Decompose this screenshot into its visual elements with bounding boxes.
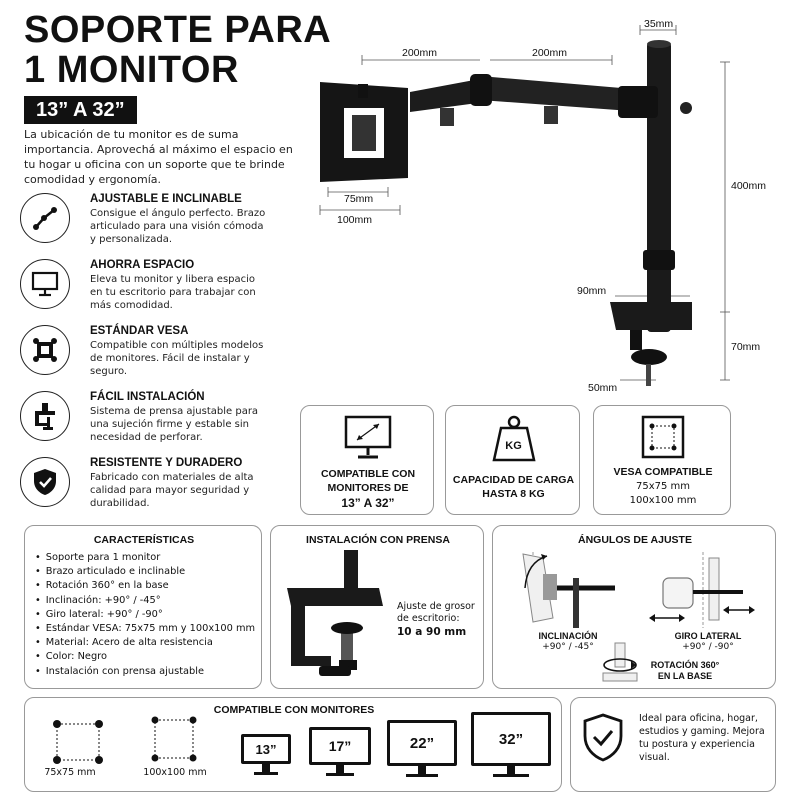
shield-check-icon — [20, 457, 70, 507]
feature-title: RESISTENTE Y DURADERO — [90, 457, 243, 469]
ideal-text: Ideal para oficina, hogar, estudios y ga… — [639, 713, 765, 763]
dim-vesa-small: 75mm — [344, 193, 374, 205]
info-line: HASTA 8 KG — [482, 488, 545, 500]
title-line-2: 1 MONITOR — [24, 49, 239, 91]
tilt-illustration — [522, 552, 615, 628]
specs-title: CARACTERÍSTICAS — [93, 534, 195, 546]
monitor-icon — [20, 259, 70, 309]
info-line: 100x100 mm — [629, 495, 697, 506]
monitor-stand — [418, 766, 426, 774]
articulated-arm-icon — [20, 193, 70, 243]
spec-item: Soporte para 1 monitor — [35, 551, 255, 565]
feature-adjustable: AJUSTABLE E INCLINABLE Consigue el ángul… — [20, 193, 320, 255]
monitor-stand — [262, 764, 270, 772]
info-box-load: KG CAPACIDAD DE CARGA HASTA 8 KG — [445, 405, 580, 515]
monitor-base — [326, 773, 354, 776]
spec-item: Inclinación: +90° / -45° — [35, 594, 255, 608]
size-badge: 13” A 32” — [24, 96, 137, 124]
spec-item: Rotación 360° en la base — [35, 579, 255, 593]
ideal-box: Ideal para oficina, hogar, estudios y ga… — [570, 697, 776, 792]
vesa-plate-icon — [20, 325, 70, 375]
info-line: COMPATIBLE CON — [320, 468, 416, 480]
info-line: VESA COMPATIBLE — [613, 466, 713, 478]
clamp-icon — [20, 391, 70, 441]
monitor-base — [254, 772, 278, 775]
monitor-base — [493, 774, 529, 777]
dim-height: 400mm — [731, 180, 767, 192]
feature-text: Eleva tu monitor y libera espacio en tu … — [90, 274, 256, 311]
dim-clamp-depth: 50mm — [588, 382, 618, 394]
vesa-square-icon — [641, 415, 685, 459]
swivel-illustration — [649, 552, 755, 628]
rotation-line-2: EN LA BASE — [657, 671, 713, 681]
tilt-value: +90° / -45° — [542, 642, 594, 652]
dim-arm-1: 200mm — [402, 47, 438, 59]
dim-clamp-height: 70mm — [731, 341, 761, 353]
info-line: CAPACIDAD DE CARGA — [452, 474, 575, 486]
monitor-base — [406, 774, 438, 777]
dim-arm-2: 200mm — [532, 47, 568, 59]
feature-title: ESTÁNDAR VESA — [90, 325, 189, 337]
vesa-100-icon — [151, 716, 197, 762]
feature-durable: RESISTENTE Y DURADERO Fabricado con mate… — [20, 457, 320, 519]
info-line: MONITORES DE — [327, 482, 409, 494]
monitor-diagonal-icon — [344, 415, 392, 459]
feature-install: FÁCIL INSTALACIÓN Sistema de prensa ajus… — [20, 391, 320, 453]
feature-text: Sistema de prensa ajustable para una suj… — [90, 406, 259, 443]
product-illustration — [319, 25, 730, 386]
monitor-22-icon: 22” — [387, 720, 457, 766]
spec-item: Instalación con prensa ajustable — [35, 665, 255, 679]
page-title: SOPORTE PARA 1 MONITOR — [24, 10, 331, 90]
feature-space: AHORRA ESPACIO Eleva tu monitor y libera… — [20, 259, 320, 321]
compat-box: COMPATIBLE CON MONITORES 75x75 mm 100x10… — [24, 697, 562, 792]
monitor-stand — [336, 765, 344, 773]
angles-title: ÁNGULOS DE AJUSTE — [578, 534, 692, 546]
vesa-75-label: 75x75 mm — [44, 767, 96, 778]
tilt-label: INCLINACIÓN — [538, 631, 598, 641]
feature-text: Compatible con múltiples modelos de moni… — [90, 340, 264, 377]
specs-box: CARACTERÍSTICAS Soporte para 1 monitor B… — [24, 525, 262, 689]
rotation-illustration — [602, 642, 638, 682]
spec-item: Color: Negro — [35, 650, 255, 664]
info-box-monitor-size: COMPATIBLE CON MONITORES DE 13” A 32” — [300, 405, 434, 515]
weight-icon — [492, 415, 536, 462]
title-line-1: SOPORTE PARA — [24, 9, 332, 51]
dim-pole-width: 35mm — [644, 18, 674, 30]
rotation-line-1: ROTACIÓN 360° — [650, 660, 720, 670]
feature-title: AJUSTABLE E INCLINABLE — [90, 193, 242, 205]
info-line: 13” A 32” — [341, 496, 395, 510]
spec-item: Giro lateral: +90° / -90° — [35, 608, 255, 622]
monitor-13-icon: 13” — [241, 734, 291, 764]
clamp-install-box: INSTALACIÓN CON PRENSA Ajuste de grosor … — [270, 525, 484, 689]
clamp-title: INSTALACIÓN CON PRENSA — [306, 534, 450, 546]
weight-label: KG — [505, 440, 522, 452]
specs-list: Soporte para 1 monitor Brazo articulado … — [35, 551, 255, 679]
clamp-illustration — [287, 550, 383, 676]
swivel-label: GIRO LATERAL — [674, 631, 742, 641]
dim-clamp-gap: 90mm — [577, 285, 607, 297]
info-line: 75x75 mm — [635, 481, 691, 492]
feature-text: Fabricado con materiales de alta calidad… — [90, 472, 254, 509]
monitor-32-icon: 32” — [471, 712, 551, 766]
feature-title: FÁCIL INSTALACIÓN — [90, 391, 205, 403]
dim-vesa-large: 100mm — [337, 214, 373, 226]
swivel-value: +90° / -90° — [682, 642, 734, 652]
info-box-vesa: VESA COMPATIBLE 75x75 mm 100x100 mm — [593, 405, 731, 515]
feature-title: AHORRA ESPACIO — [90, 259, 195, 271]
angles-box: ÁNGULOS DE AJUSTE INCLINACIÓN +90° / -45… — [492, 525, 776, 689]
feature-text: Consigue el ángulo perfecto. Brazo artic… — [90, 208, 266, 245]
intro-text: La ubicación de tu monitor es de suma im… — [24, 128, 293, 186]
monitor-stand — [507, 766, 515, 774]
compat-title: COMPATIBLE CON MONITORES — [213, 704, 375, 716]
clamp-note: Ajuste de grosor de escritorio: — [397, 601, 475, 624]
vesa-75-icon — [53, 720, 103, 764]
monitor-17-icon: 17” — [309, 727, 371, 765]
clamp-range: 10 a 90 mm — [397, 626, 467, 638]
shield-check-icon — [583, 713, 623, 762]
feature-vesa: ESTÁNDAR VESA Compatible con múltiples m… — [20, 325, 320, 387]
spec-item: Material: Acero de alta resistencia — [35, 636, 255, 650]
vesa-100-label: 100x100 mm — [143, 767, 207, 778]
spec-item: Brazo articulado e inclinable — [35, 565, 255, 579]
spec-item: Estándar VESA: 75x75 mm y 100x100 mm — [35, 622, 255, 636]
